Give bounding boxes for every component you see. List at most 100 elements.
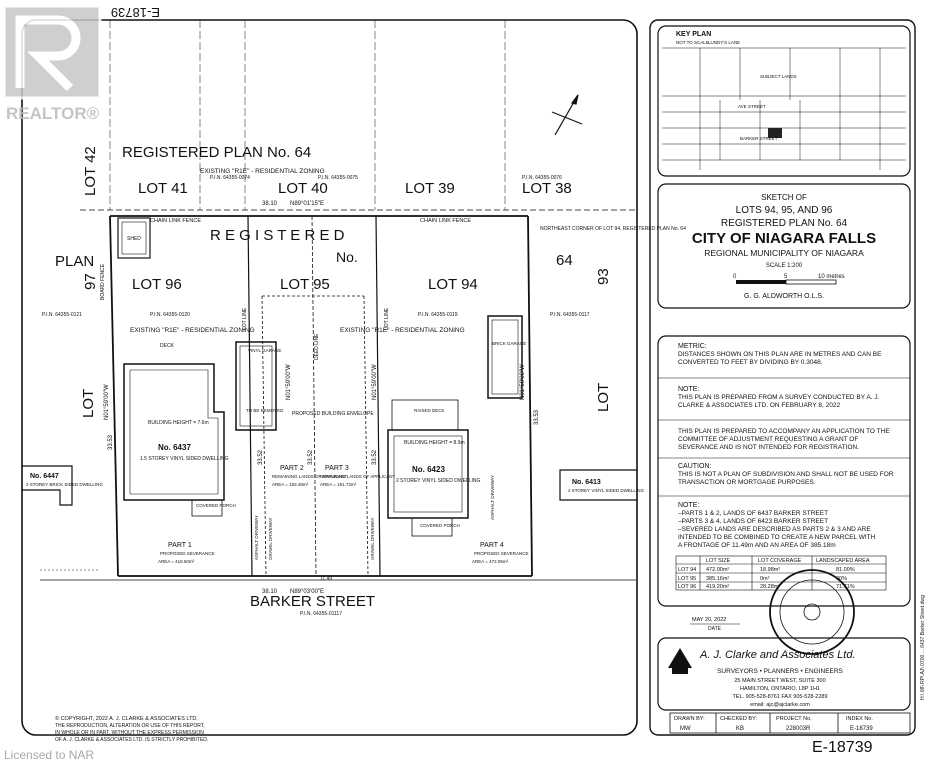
note3-line: –PARTS 1 & 2, LANDS OF 6437 BARKER STREE… bbox=[678, 510, 829, 517]
table-row-label: LOT 95 bbox=[678, 576, 696, 582]
brick-garage-label: BRICK GARAGE bbox=[492, 341, 526, 346]
house-6413-no: No. 6413 bbox=[572, 479, 601, 486]
table-header-landscaped: LANDSCAPED AREA bbox=[816, 558, 870, 564]
dim-33-53-right: 33.53 bbox=[534, 409, 540, 425]
table-cell: 28.28m² bbox=[760, 584, 780, 590]
footer-strip bbox=[669, 712, 911, 734]
table-header-coverage: LOT COVERAGE bbox=[758, 558, 802, 564]
metric-text: DISTANCES SHOWN ON THIS PLAN ARE IN METR… bbox=[678, 351, 882, 366]
gravel-driveway-1: GRAVEL DRIVEWAY bbox=[268, 517, 273, 560]
lot-42-label: LOT 42 bbox=[82, 146, 99, 196]
bearing-vertical-3: N01°59'00"W bbox=[372, 364, 378, 400]
part3-label: PART 3 bbox=[325, 465, 349, 472]
pin-lot94: P.I.N. 64355-0119 bbox=[418, 312, 458, 318]
house-6413-desc: 2 STOREY VINYL SIDED DWELLING bbox=[568, 488, 644, 493]
caution-title: CAUTION: bbox=[678, 463, 712, 470]
title-reg-plan: REGISTERED PLAN No. 64 bbox=[721, 218, 848, 229]
part4-desc: PROPOSED SEVERANCE bbox=[474, 551, 529, 556]
brick-garage bbox=[487, 315, 523, 399]
house-6437-height: BUILDING HEIGHT = 7.6m bbox=[148, 420, 209, 426]
copyright-1: © COPYRIGHT, 2022 A. J. CLARKE & ASSOCIA… bbox=[55, 715, 198, 722]
lot-40-top: LOT 40 bbox=[278, 180, 328, 197]
right-frame bbox=[649, 19, 916, 736]
lot-table-grid bbox=[675, 555, 887, 591]
covered-porch-6437 bbox=[191, 499, 223, 517]
street-pin: P.I.N. 64355-01117 bbox=[300, 611, 342, 617]
bearing-bottom: N89°03'00"E bbox=[290, 589, 324, 595]
lot-boundaries bbox=[40, 20, 636, 581]
pin-left: P.I.N. 64355-0121 bbox=[42, 312, 82, 318]
bearing-vertical-2: N01°59'00"W bbox=[286, 364, 292, 400]
ne-corner-note: NORTHEAST CORNER OF LOT 94, REGISTERED P… bbox=[540, 226, 686, 232]
table-cell: 472.00m² bbox=[706, 567, 729, 573]
lot-96-label: LOT 96 bbox=[132, 276, 182, 293]
copyright-4: OF A. J. CLARKE & ASSOCIATES LTD. IS STR… bbox=[55, 737, 208, 743]
surveyor-seal-icon bbox=[769, 569, 855, 655]
footer-checked-value: KB bbox=[736, 726, 744, 732]
company-email: email: ajc@ajclarke.com bbox=[750, 702, 810, 708]
dim-33-52-c: 33.52 bbox=[372, 449, 378, 465]
house-6423-desc: 2 STOREY VINYL SIDED DWELLING bbox=[396, 478, 480, 484]
house-6423-height: BUILDING HEIGHT = 8.9m bbox=[404, 440, 465, 446]
company-address2: HAMILTON, ONTARIO, L8P 1H1 bbox=[740, 686, 820, 692]
key-plan-subject: SUBJECT LANDS bbox=[760, 74, 797, 79]
dim-33-52-a: 33.52 bbox=[258, 449, 264, 465]
no-label: No. bbox=[336, 249, 358, 265]
asphalt-driveway-2: ASPHALT DRIVEWAY bbox=[490, 475, 495, 520]
house-6413 bbox=[559, 469, 637, 501]
lot-right-label: LOT bbox=[595, 383, 612, 412]
file-path-label: H:\ 08\ RP\ AJ\ 0700 ... 6437 Barker Str… bbox=[920, 595, 926, 700]
company-name: A. J. Clarke and Associates Ltd. bbox=[699, 649, 856, 661]
raised-deck-label: RAISED DECK bbox=[414, 408, 445, 413]
title-block bbox=[657, 183, 911, 309]
house-6447-desc: 2 STOREY BRICK SIDED DWELLING bbox=[26, 482, 103, 487]
key-plan-barker: BARKER STREET bbox=[740, 136, 778, 141]
part1-area: AREA = 418.50m² bbox=[158, 559, 195, 564]
part2-desc: REMAINING LANDS OF APPLICANT bbox=[272, 474, 348, 479]
house-6423-no: No. 6423 bbox=[412, 465, 445, 474]
footer-drawn-label: DRAWN BY: bbox=[674, 716, 705, 722]
sketch-of: SKETCH OF bbox=[761, 193, 807, 202]
pin-top-2: P.I.N. 64355-0075 bbox=[318, 175, 358, 181]
pin-top-1: P.I.N. 64355-0074 bbox=[210, 175, 250, 181]
note3-title: NOTE: bbox=[678, 502, 700, 509]
house-6437 bbox=[123, 363, 225, 501]
lot-41-top: LOT 41 bbox=[138, 180, 188, 197]
caution-text: THIS IS NOT A PLAN OF SUBDIVISION AND SH… bbox=[678, 471, 894, 486]
realtor-watermark: REALTOR® bbox=[6, 104, 100, 123]
shed-label: SHED bbox=[127, 236, 141, 242]
note1-title: NOTE: bbox=[678, 386, 700, 393]
table-row-label: LOT 96 bbox=[678, 584, 696, 590]
vinyl-garage-label: VINYL GARAGE bbox=[248, 348, 281, 353]
footer-drawn-value: MW bbox=[680, 726, 691, 732]
chain-fence-2: CHAIN LINK FENCE bbox=[420, 218, 471, 224]
table-cell: 81.00% bbox=[836, 567, 855, 573]
part2-label: PART 2 bbox=[280, 465, 304, 472]
dim-33-52-b: 33.52 bbox=[308, 449, 314, 465]
pin-top-3: P.I.N. 64355-0076 bbox=[522, 175, 562, 181]
subject-lands-marker bbox=[768, 128, 782, 138]
lot-38-top: LOT 38 bbox=[522, 180, 572, 197]
north-arrow-icon bbox=[551, 94, 583, 136]
company-logo-icon bbox=[668, 648, 692, 674]
plan-label: PLAN bbox=[55, 253, 94, 270]
company-services: SURVEYORS • PLANNERS • ENGINEERS bbox=[717, 668, 843, 675]
bearing-vertical-4: N01°59'00"W bbox=[520, 364, 526, 400]
lot-94-label: LOT 94 bbox=[428, 276, 478, 293]
footer-index-value: E-18739 bbox=[850, 726, 873, 732]
company-phone: TEL. 905-528-8761 FAX 905-528-2289 bbox=[732, 694, 827, 700]
copyright-3: IN WHOLE OR IN PART, WITHOUT THE EXPRESS… bbox=[55, 730, 204, 736]
title-lots: LOTS 94, 95, AND 96 bbox=[736, 205, 833, 216]
house-6437-desc: 1.5 STOREY VINYL SIDED DWELLING bbox=[140, 456, 229, 462]
covered-porch-6423 bbox=[411, 517, 453, 537]
part1-desc: PROPOSED SEVERANCE bbox=[160, 551, 215, 556]
pin-lot96: P.I.N. 64355-0120 bbox=[150, 312, 190, 318]
building-envelope-label: PROPOSED BUILDING ENVELOPE bbox=[292, 411, 374, 417]
covered-porch-label-2: COVERED PORCH bbox=[420, 523, 460, 528]
title-city: CITY OF NIAGARA FALLS bbox=[692, 230, 876, 247]
covered-porch-label-1: COVERED PORCH bbox=[196, 503, 236, 508]
key-plan-ave: AVE STREET bbox=[738, 104, 766, 109]
licence-watermark: Licensed to NAR bbox=[4, 748, 95, 762]
dim-bottom-38-10: 38.10 bbox=[262, 589, 278, 595]
note1-text: THIS PLAN IS PREPARED FROM A SURVEY COND… bbox=[678, 394, 880, 409]
